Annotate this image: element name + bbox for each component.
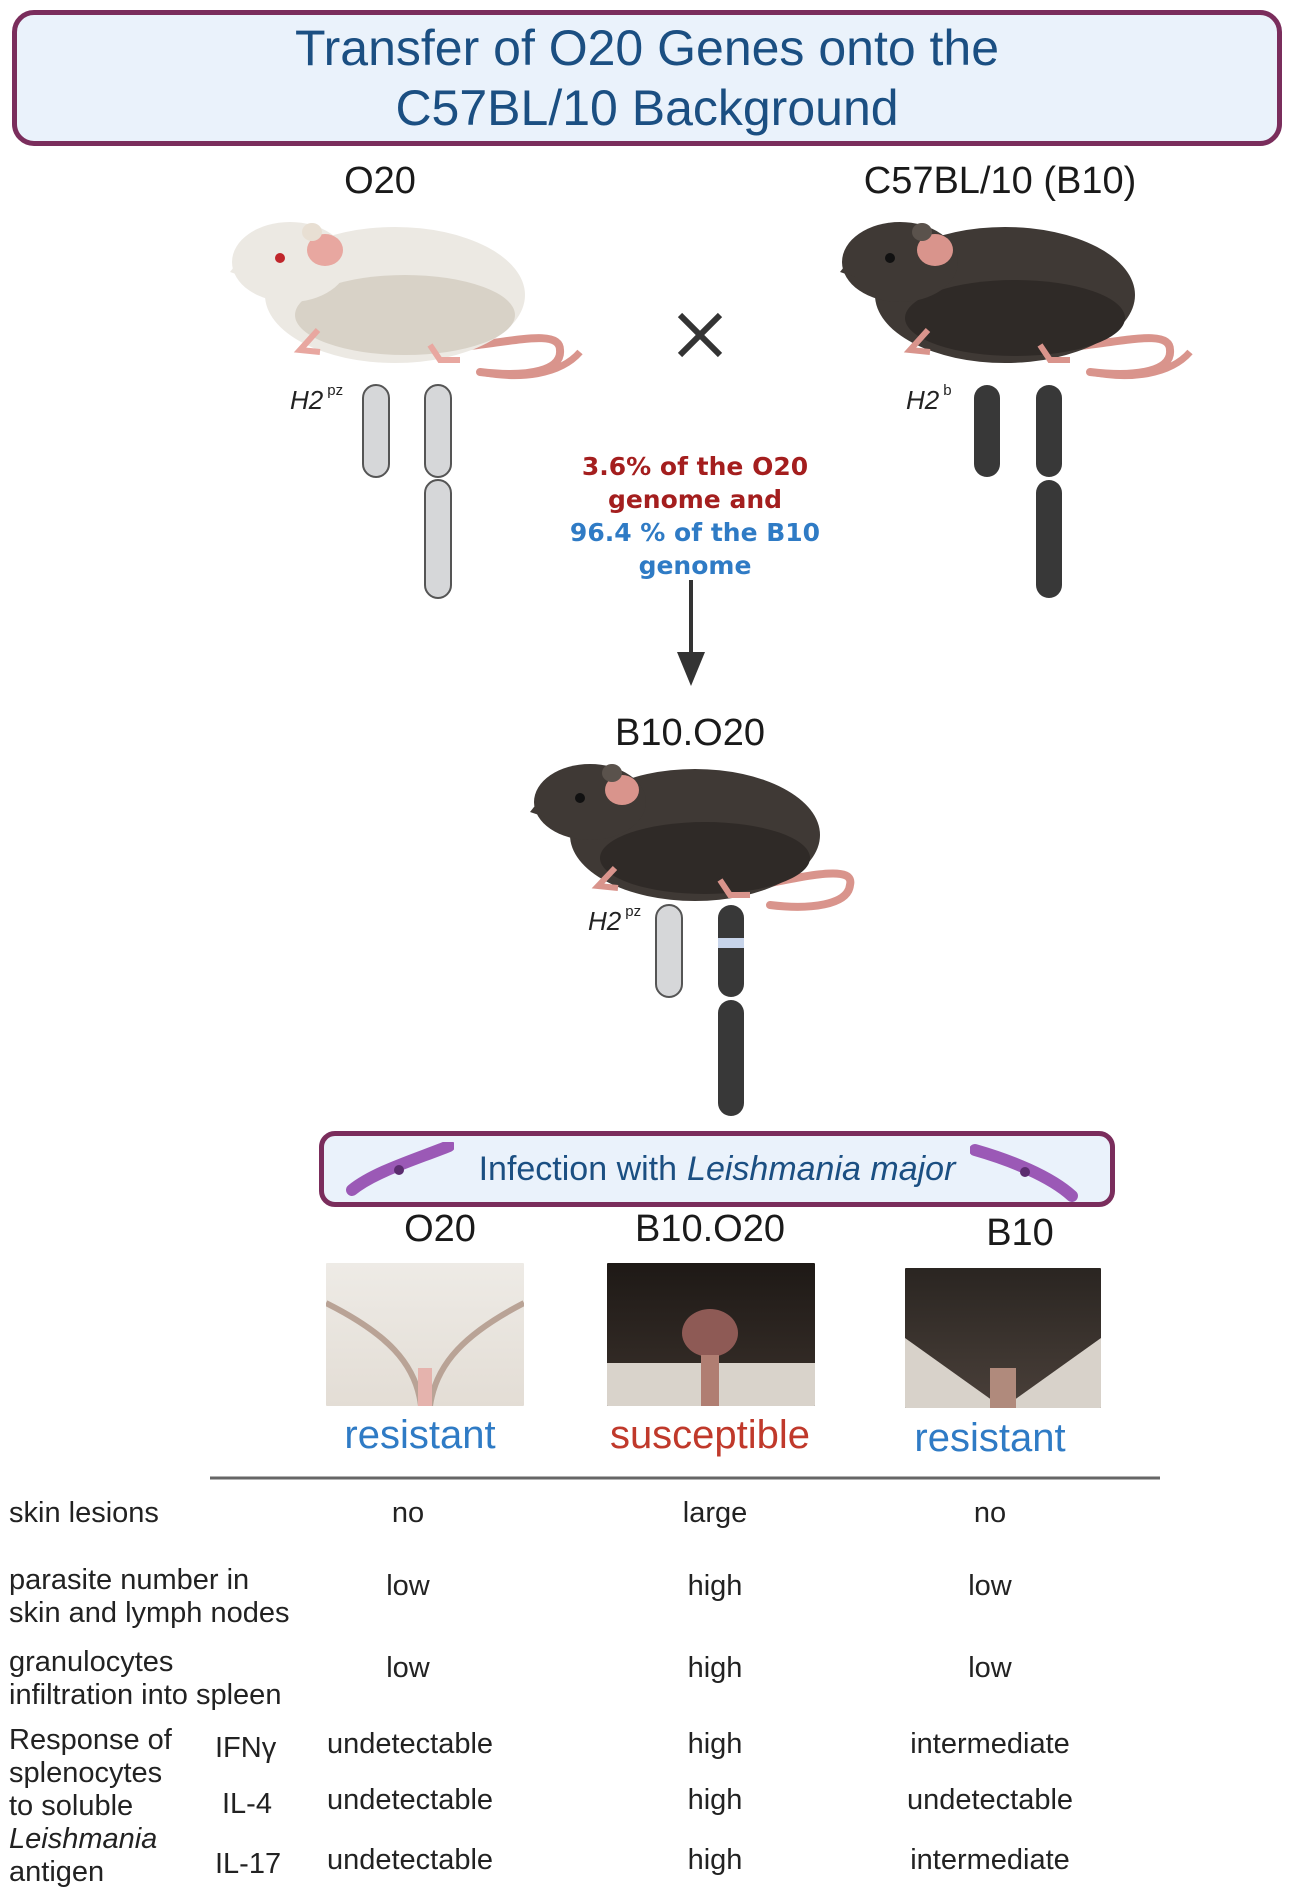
cell-parasite-b10: low <box>968 1570 1012 1602</box>
b10-chromosomes <box>974 385 1062 598</box>
phenotype-b10-o20: susceptible <box>609 1413 811 1457</box>
cell-ifng-b10: intermediate <box>910 1728 1070 1760</box>
row-label-skin-lesions: skin lesions <box>9 1497 159 1529</box>
cytokine-il4: IL-4 <box>222 1788 272 1820</box>
col-strain-b10-o20: B10.O20 <box>635 1208 785 1250</box>
infection-box: Infection with Leishmania major <box>319 1131 1115 1207</box>
infection-species: Leishmania major <box>687 1149 956 1188</box>
row-label-granulocytes: granulocytes infiltration into spleen <box>9 1646 282 1711</box>
parent-b10-label: C57BL/10 (B10) <box>863 160 1137 202</box>
cross-icon <box>677 312 723 358</box>
diagram-title: Transfer of O20 Genes onto the C57BL/10 … <box>294 20 1000 136</box>
parasite-left-icon <box>346 1142 454 1196</box>
b10-o20-chromosomes <box>655 904 744 1116</box>
row-label-parasite-number: parasite number in skin and lymph nodes <box>9 1564 290 1629</box>
offspring-label: B10.O20 <box>615 712 765 754</box>
cell-il4-b10o20: high <box>687 1784 743 1816</box>
cell-il17-b10: intermediate <box>910 1844 1070 1876</box>
genome-line-1: 3.6% of the O20 <box>581 452 809 481</box>
b10-o20-mouse-icon <box>530 764 855 911</box>
cell-il17-o20: undetectable <box>326 1844 494 1876</box>
cell-ifng-o20: undetectable <box>326 1728 494 1760</box>
row-label-response: Response of splenocytes to soluble Leish… <box>9 1724 172 1888</box>
b10-mouse-icon <box>840 222 1193 380</box>
o20-chromosomes <box>362 384 452 599</box>
arrow-down-icon <box>677 580 705 686</box>
cell-skin-b10: no <box>973 1497 1007 1529</box>
cell-gran-b10: low <box>968 1652 1012 1684</box>
genome-line-4: genome <box>638 551 752 580</box>
parasite-right-icon <box>970 1144 1078 1202</box>
cell-skin-o20: no <box>391 1497 425 1529</box>
infection-prefix: Infection with <box>478 1149 678 1188</box>
genome-line-3: 96.4 % of the B10 <box>569 518 821 547</box>
cell-parasite-b10o20: high <box>687 1570 743 1602</box>
phenotype-b10: resistant <box>914 1416 1066 1460</box>
title-box: Transfer of O20 Genes onto the C57BL/10 … <box>12 10 1282 146</box>
cell-skin-b10o20: large <box>682 1497 748 1529</box>
col-strain-b10: B10 <box>986 1212 1054 1254</box>
genome-composition: 3.6% of the O20 genome and 96.4 % of the… <box>545 450 845 582</box>
cell-gran-o20: low <box>386 1652 430 1684</box>
cell-parasite-o20: low <box>386 1570 430 1602</box>
cell-il4-o20: undetectable <box>326 1784 494 1816</box>
cell-il17-b10o20: high <box>687 1844 743 1876</box>
cytokine-ifng: IFNγ <box>215 1732 277 1764</box>
photo-b10-lesion <box>905 1268 1101 1408</box>
genome-line-2: genome and <box>607 485 783 514</box>
o20-mouse-icon <box>230 222 583 380</box>
cell-gran-b10o20: high <box>687 1652 743 1684</box>
phenotype-o20: resistant <box>344 1413 496 1457</box>
parent-o20-label: O20 <box>344 160 416 202</box>
photo-b10-o20-lesion <box>607 1263 815 1406</box>
cytokine-il17: IL-17 <box>215 1848 282 1880</box>
cell-il4-b10: undetectable <box>906 1784 1074 1816</box>
col-strain-o20: O20 <box>404 1208 476 1250</box>
photo-o20-lesion <box>326 1263 524 1406</box>
cell-ifng-b10o20: high <box>687 1728 743 1760</box>
